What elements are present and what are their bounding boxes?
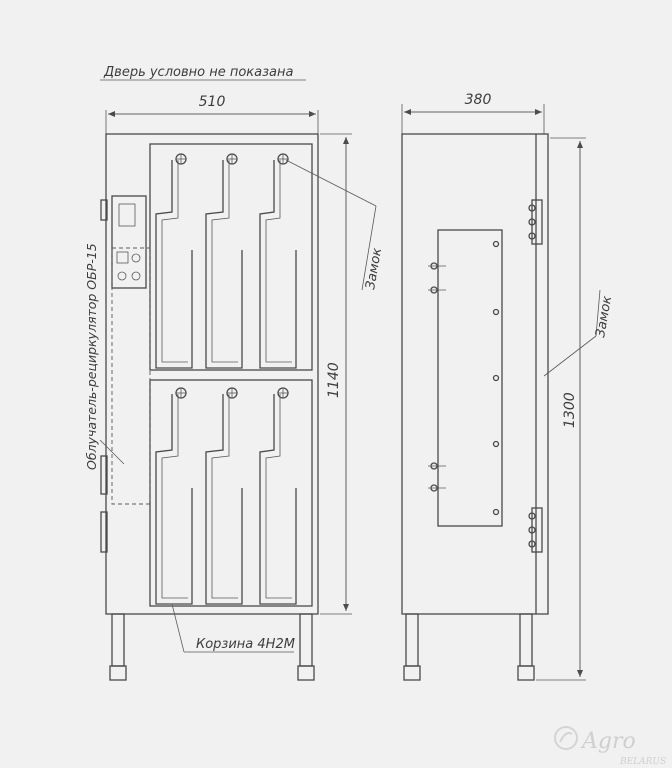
cabinet-body <box>105 133 319 615</box>
side-irradiator <box>437 229 503 527</box>
side-width-label: 380 <box>465 92 492 108</box>
upper-baskets <box>155 160 297 369</box>
lower-compartment <box>149 379 313 607</box>
lower-baskets <box>155 394 297 605</box>
upper-locks <box>175 153 289 165</box>
basket-leader <box>171 603 185 653</box>
side-lock-label: Замок <box>593 295 615 339</box>
front-width-label: 510 <box>199 94 226 110</box>
lower-locks <box>175 387 289 399</box>
side-irradiator-fixings <box>428 240 500 516</box>
watermark-sub: BELARUS <box>619 757 666 767</box>
front-lock-leader <box>285 159 377 207</box>
side-legs <box>403 613 535 681</box>
front-height-label: 1140 <box>326 362 342 398</box>
hinge-top <box>100 199 108 221</box>
front-lock-label: Замок <box>363 247 385 291</box>
upper-compartment <box>149 143 313 371</box>
irradiator-label: Облучатель-рециркулятор ОБР-15 <box>84 243 99 470</box>
watermark-brand: Agro <box>580 729 636 754</box>
side-height-label: 1300 <box>562 392 578 428</box>
drawing-note: Дверь условно не показана <box>103 65 293 80</box>
side-view: 380 <box>401 92 615 681</box>
side-body <box>401 133 549 615</box>
side-hinges <box>528 199 543 553</box>
front-legs <box>109 613 315 681</box>
front-view: 510 Облучатель-рециркулятор ОБР-15 <box>84 94 385 681</box>
basket-label: Корзина 4Н2М <box>196 637 295 652</box>
side-lock-leader <box>543 335 597 377</box>
agro-belarus-watermark: Agro BELARUS <box>554 726 666 767</box>
irradiator-unit-outline <box>111 247 151 505</box>
irradiator-panel <box>111 195 147 289</box>
hinge-bottom <box>100 455 108 495</box>
